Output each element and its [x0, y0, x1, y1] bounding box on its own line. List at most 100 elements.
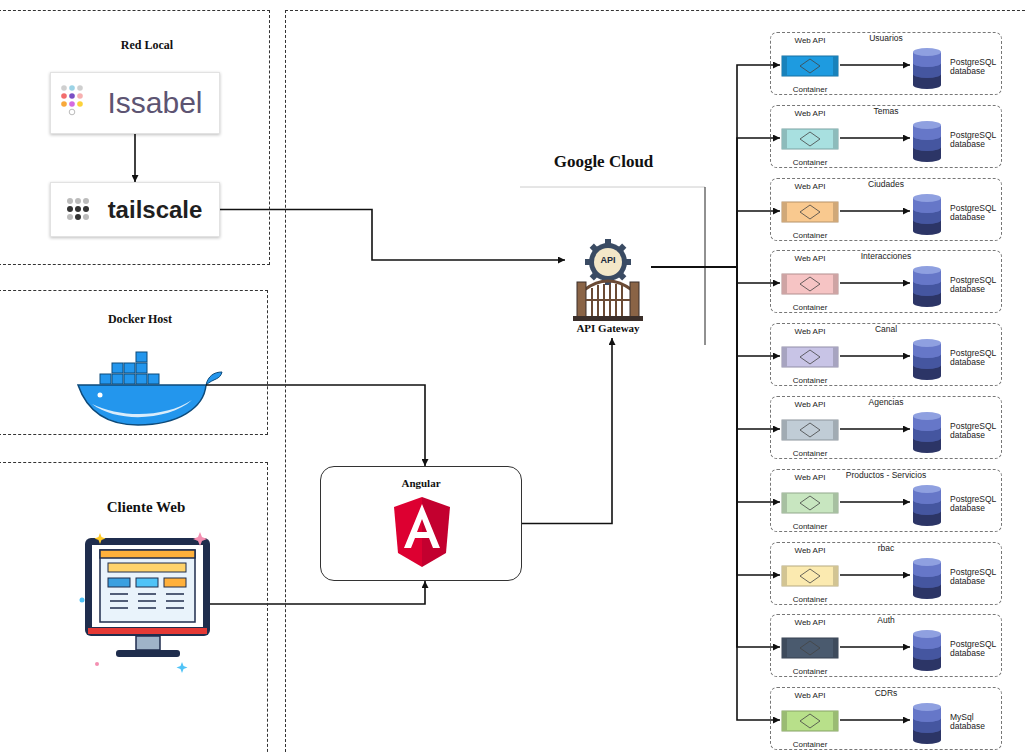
container-icon: [800, 59, 820, 73]
web-client-monitor: [138, 593, 156, 595]
node-subtitle: Container: [793, 522, 828, 531]
database-icon: [913, 558, 941, 599]
container-icon: [782, 711, 838, 731]
docker-whale: [206, 384, 268, 386]
node-title: PostgreSQL database: [950, 568, 1002, 587]
web-api-container: Web APIContainer: [780, 327, 840, 385]
container-icon: [782, 347, 838, 367]
node-subtitle: Container: [793, 667, 828, 676]
service-group: Usuarios Web APIContainer PostgreSQL datab…: [770, 32, 1002, 95]
issabel-dots: [61, 93, 67, 99]
database: PostgreSQL database: [910, 262, 1002, 308]
node-title: API Gateway: [576, 322, 639, 334]
docker-whale: [136, 374, 147, 384]
container-icon: [782, 274, 838, 294]
web-client-monitor: [166, 600, 184, 602]
frontend-box: Angular: [320, 466, 522, 581]
connector-arrow: [651, 267, 780, 720]
container-icon: [782, 638, 787, 658]
container-icon: [782, 493, 838, 513]
connector-arrow: [840, 137, 910, 138]
container-icon: [800, 496, 820, 510]
web-api-container: Web APIContainer: [780, 109, 840, 167]
tailscale-dots: [67, 198, 89, 220]
node-subtitle: Container: [793, 595, 828, 604]
container-icon: [800, 569, 820, 583]
database: PostgreSQL database: [910, 44, 1002, 90]
connector-arrow: [840, 64, 910, 65]
node-title: Web API: [795, 473, 826, 482]
database-icon: [913, 630, 941, 671]
web-api-container: Web API Container: [780, 473, 840, 531]
web-client-monitor: [110, 607, 128, 609]
node-title: Web API: [795, 36, 826, 45]
service-group: rbacWeb APIContainerPostgreSQL database: [770, 542, 1002, 605]
tailscale-dots: [75, 214, 81, 220]
node-title: Red Local: [121, 38, 173, 53]
service-group: Auth Web APIContainer PostgreSQL database: [770, 614, 1002, 677]
database: PostgreSQL database: [910, 626, 1002, 672]
api-gateway: API Gateway: [565, 228, 651, 338]
connector-arrow: [268, 385, 425, 466]
node-title: Cliente Web: [107, 499, 185, 516]
web-api-container: Web APIContainer: [780, 182, 840, 240]
web-api-container: Web APIContainer: [780, 546, 840, 604]
node-subtitle: Container: [793, 231, 828, 240]
connector-arrow: [651, 267, 780, 502]
container-icon: [800, 423, 820, 437]
region-panel: Docker Host: [0, 290, 268, 435]
container-icon: [782, 202, 838, 222]
connector-arrow: [651, 267, 780, 283]
api-gateway-icon: [586, 299, 630, 301]
api-gateway-icon: [590, 244, 627, 281]
database: PostgreSQL database: [910, 117, 1002, 163]
docker-whale: [112, 374, 123, 384]
container-icon: [782, 202, 787, 222]
web-client-monitor: [88, 628, 207, 634]
docker-whale: [100, 352, 159, 384]
node-title: PostgreSQL database: [950, 131, 1002, 150]
tailscale-dots: [75, 206, 81, 212]
web-client-monitor: [166, 607, 184, 609]
connector-arrow: [840, 428, 910, 429]
docker-whale: [136, 352, 147, 362]
node-title: CDRs: [875, 689, 898, 699]
database: PostgreSQL database: [910, 408, 1002, 454]
web-api-container: Web APIContainer: [780, 691, 840, 749]
node-title: Auth: [877, 616, 895, 626]
docker-whale: [124, 363, 135, 373]
connector-arrow: [651, 65, 780, 267]
database: PostgreSQL database: [910, 335, 1002, 381]
container-icon: [782, 566, 787, 586]
web-client-monitor: [80, 532, 269, 673]
database: PostgreSQL database: [910, 554, 1002, 600]
web-api-container: Web APIContainer: [780, 36, 840, 94]
web-client-monitor: [138, 600, 156, 602]
angular-logo: [404, 504, 440, 548]
logo-box: Issabel: [50, 72, 220, 134]
web-client-monitor: [110, 593, 128, 595]
container-icon: [782, 56, 787, 76]
connector-arrow: [840, 719, 910, 720]
container-icon: [800, 641, 820, 655]
container-icon: [782, 347, 787, 367]
container-icon: [782, 638, 838, 658]
web-client-monitor: [164, 578, 186, 587]
web-api-container: Web APIContainer: [780, 618, 840, 676]
database-icon: [913, 558, 941, 566]
tailscale-dots: [67, 198, 73, 204]
database-icon: [913, 266, 941, 307]
web-client-monitor: [95, 662, 99, 666]
connector-arrow: [268, 581, 425, 604]
database-icon: [913, 412, 941, 420]
node-title: Canal: [875, 325, 897, 335]
region-panel: Red LocalIssabeltailscale: [0, 10, 270, 265]
container-icon: [782, 420, 838, 440]
issabel-dots: [77, 85, 83, 91]
database-icon: [913, 121, 941, 162]
container-icon: [782, 566, 838, 586]
node-title: Usuarios: [869, 34, 903, 44]
docker-whale: [124, 374, 135, 384]
node-title: PostgreSQL database: [950, 495, 1002, 514]
database: PostgreSQL database: [910, 481, 1002, 527]
